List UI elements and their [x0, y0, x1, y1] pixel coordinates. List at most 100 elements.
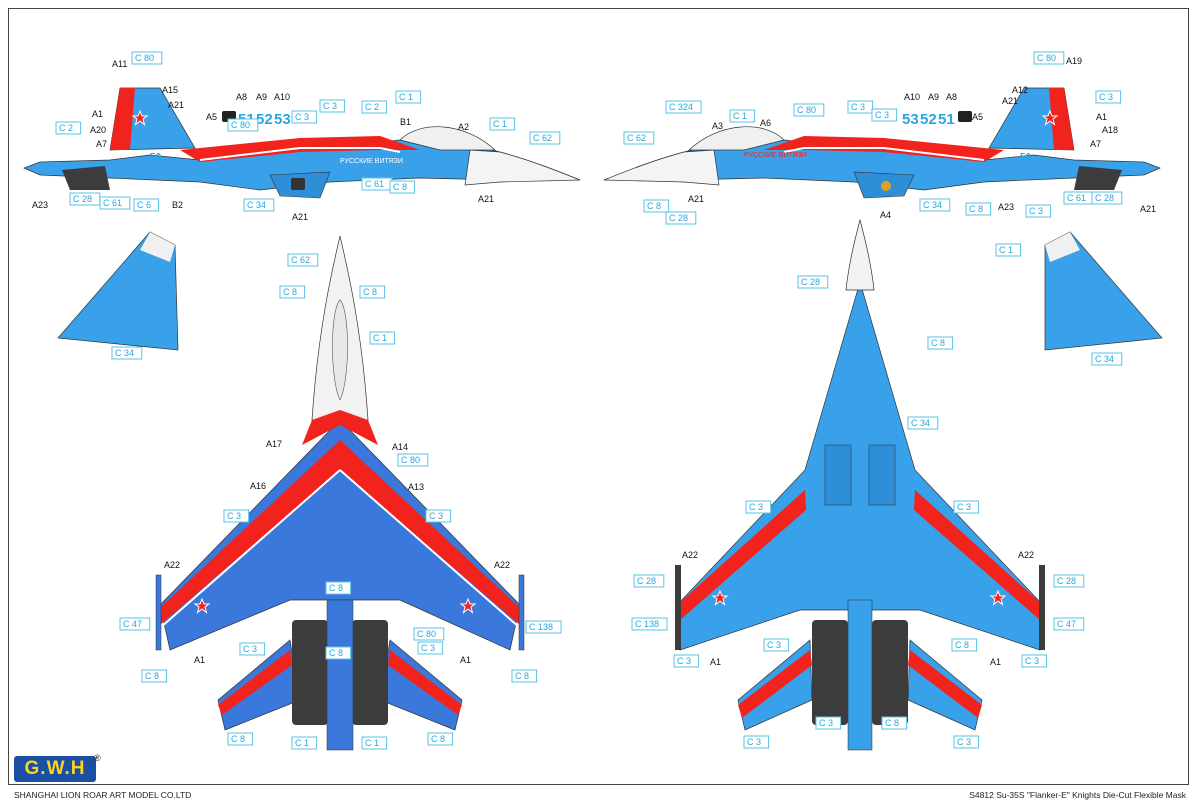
svg-text:C 8: C 8 — [431, 734, 445, 744]
color-callout: C 34 — [907, 416, 939, 430]
part-label: A3 — [712, 121, 723, 131]
part-label: A9 — [928, 92, 939, 102]
svg-text:C 8: C 8 — [515, 671, 529, 681]
color-callout: C 80 — [131, 51, 163, 65]
svg-text:C 28: C 28 — [669, 213, 688, 223]
part-label: A21 — [478, 194, 494, 204]
part-label: A21 — [168, 100, 184, 110]
color-callout: C 324 — [665, 100, 702, 114]
color-callout: C 8 — [643, 199, 670, 213]
svg-text:C 8: C 8 — [931, 338, 945, 348]
color-callout: C 8 — [965, 202, 992, 216]
color-callout: C 3 — [673, 654, 700, 668]
part-label: A20 — [90, 125, 106, 135]
part-label: A21 — [292, 212, 308, 222]
svg-text:C 3: C 3 — [323, 101, 337, 111]
svg-text:C 3: C 3 — [1099, 92, 1113, 102]
svg-text:C 2: C 2 — [365, 102, 379, 112]
tail-number-right: 50 — [1020, 152, 1032, 163]
svg-text:C 8: C 8 — [393, 182, 407, 192]
svg-text:C 47: C 47 — [1057, 619, 1076, 629]
color-callout: C 8 — [951, 638, 978, 652]
svg-text:C 80: C 80 — [797, 105, 816, 115]
svg-text:C 3: C 3 — [957, 502, 971, 512]
color-callout: C 3 — [871, 108, 898, 122]
color-callout: C 34 — [111, 346, 143, 360]
color-callout: C 28 — [797, 275, 829, 289]
part-label: A23 — [998, 202, 1014, 212]
bottom-view — [675, 218, 1045, 751]
color-callout: C 61 — [361, 177, 393, 191]
color-callout: C 1 — [995, 243, 1022, 257]
svg-text:C 47: C 47 — [123, 619, 142, 629]
part-label: A11 — [112, 59, 127, 69]
svg-text:C 80: C 80 — [417, 629, 436, 639]
color-callout: C 80 — [793, 103, 825, 117]
color-callout: C 3 — [815, 716, 842, 730]
product-title: S4812 Su-35S "Flanker-E" Knights Die-Cut… — [969, 790, 1186, 800]
svg-text:C 61: C 61 — [1067, 193, 1086, 203]
svg-text:C 61: C 61 — [103, 198, 122, 208]
color-callout: C 61 — [99, 196, 131, 210]
fin-right — [1044, 231, 1163, 351]
color-callout: C 1 — [361, 736, 388, 750]
color-callout: C 3 — [953, 735, 980, 749]
svg-text:C 8: C 8 — [283, 287, 297, 297]
color-callout: C 1 — [489, 117, 516, 131]
svg-text:C 34: C 34 — [923, 200, 942, 210]
color-callout: C 3 — [953, 500, 980, 514]
nose-number: 52 — [920, 111, 937, 128]
color-callout: C 6 — [133, 198, 160, 212]
part-label: A22 — [164, 560, 180, 570]
svg-text:C 6: C 6 — [137, 200, 151, 210]
color-callout: C 8 — [511, 669, 538, 683]
part-label: A15 — [162, 85, 178, 95]
color-callout: C 8 — [227, 732, 254, 746]
color-callout: C 8 — [389, 180, 416, 194]
svg-text:C 34: C 34 — [247, 200, 266, 210]
svg-text:C 34: C 34 — [115, 348, 134, 358]
color-callout: C 28 — [633, 574, 665, 588]
color-callout: C 34 — [1091, 352, 1123, 366]
gwh-logo: G.W.H — [14, 756, 96, 782]
svg-text:C 3: C 3 — [421, 643, 435, 653]
svg-text:C 3: C 3 — [243, 644, 257, 654]
color-callout: C 138 — [525, 620, 562, 634]
color-callout: C 8 — [141, 669, 168, 683]
part-label: A1 — [194, 655, 205, 665]
color-callout: C 80 — [413, 627, 445, 641]
part-label: A18 — [1102, 125, 1118, 135]
part-label: A6 — [760, 118, 771, 128]
color-callout: C 3 — [847, 100, 874, 114]
color-callout: C 8 — [427, 732, 454, 746]
color-callout: C 1 — [729, 109, 756, 123]
color-callout: C 80 — [397, 453, 429, 467]
svg-text:C 8: C 8 — [329, 583, 343, 593]
svg-text:C 80: C 80 — [135, 53, 154, 63]
company-name: SHANGHAI LION ROAR ART MODEL CO.LTD — [14, 790, 192, 800]
color-callout: C 8 — [325, 646, 352, 660]
svg-text:C 80: C 80 — [1037, 53, 1056, 63]
svg-text:C 8: C 8 — [955, 640, 969, 650]
color-callout: C 3 — [1021, 654, 1048, 668]
part-label: A7 — [1090, 139, 1101, 149]
color-callout: C 1 — [395, 90, 422, 104]
part-label: A17 — [266, 439, 282, 449]
color-callout: C 2 — [361, 100, 388, 114]
color-callout: C 3 — [425, 509, 452, 523]
color-callout: C 3 — [223, 509, 250, 523]
color-callout: C 3 — [239, 642, 266, 656]
nose-number: 52 — [256, 111, 273, 128]
svg-text:C 28: C 28 — [1057, 576, 1076, 586]
side-script-right: РУССКИЕ ВИТЯЗИ — [744, 152, 807, 159]
emblem-icon — [881, 181, 891, 191]
color-callout: C 8 — [325, 581, 352, 595]
svg-text:C 8: C 8 — [885, 718, 899, 728]
color-callout: C 47 — [1053, 617, 1085, 631]
svg-text:C 3: C 3 — [747, 737, 761, 747]
color-callout: C 47 — [119, 617, 151, 631]
svg-text:C 3: C 3 — [227, 511, 241, 521]
svg-text:C 28: C 28 — [637, 576, 656, 586]
